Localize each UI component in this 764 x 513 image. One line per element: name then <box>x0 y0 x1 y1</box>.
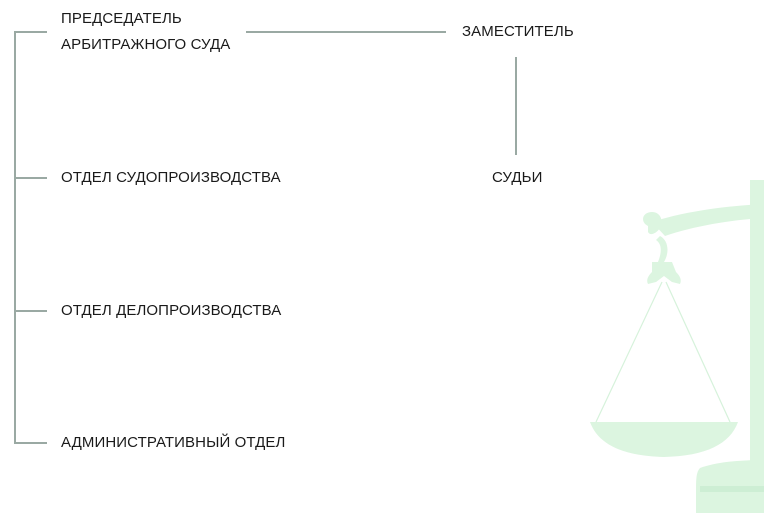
chairman-label-line1: ПРЕДСЕДАТЕЛЬ <box>61 10 182 27</box>
clipped-text-fragment: Д <box>60 0 70 5</box>
node-deputy[interactable]: ЗАМЕСТИТЕЛЬ <box>462 19 574 45</box>
judges-label: СУДЬИ <box>492 169 543 186</box>
node-dept-admin[interactable]: АДМИНИСТРАТИВНЫЙ ОТДЕЛ <box>61 430 285 456</box>
node-dept-records[interactable]: ОТДЕЛ ДЕЛОПРОИЗВОДСТВА <box>61 298 281 324</box>
node-dept-court-proceedings[interactable]: ОТДЕЛ СУДОПРОИЗВОДСТВА <box>61 165 281 191</box>
dept-admin-label: АДМИНИСТРАТИВНЫЙ ОТДЕЛ <box>61 434 286 451</box>
node-judges[interactable]: СУДЬИ <box>492 165 542 191</box>
dept-court-proceedings-label: ОТДЕЛ СУДОПРОИЗВОДСТВА <box>61 169 281 186</box>
dept-records-label: ОТДЕЛ ДЕЛОПРОИЗВОДСТВА <box>61 302 282 319</box>
deputy-label: ЗАМЕСТИТЕЛЬ <box>462 23 574 40</box>
chairman-label-line2: АРБИТРАЖНОГО СУДА <box>61 36 231 53</box>
node-chairman[interactable]: ПРЕДСЕДАТЕЛЬ АРБИТРАЖНОГО СУДА <box>61 6 230 58</box>
